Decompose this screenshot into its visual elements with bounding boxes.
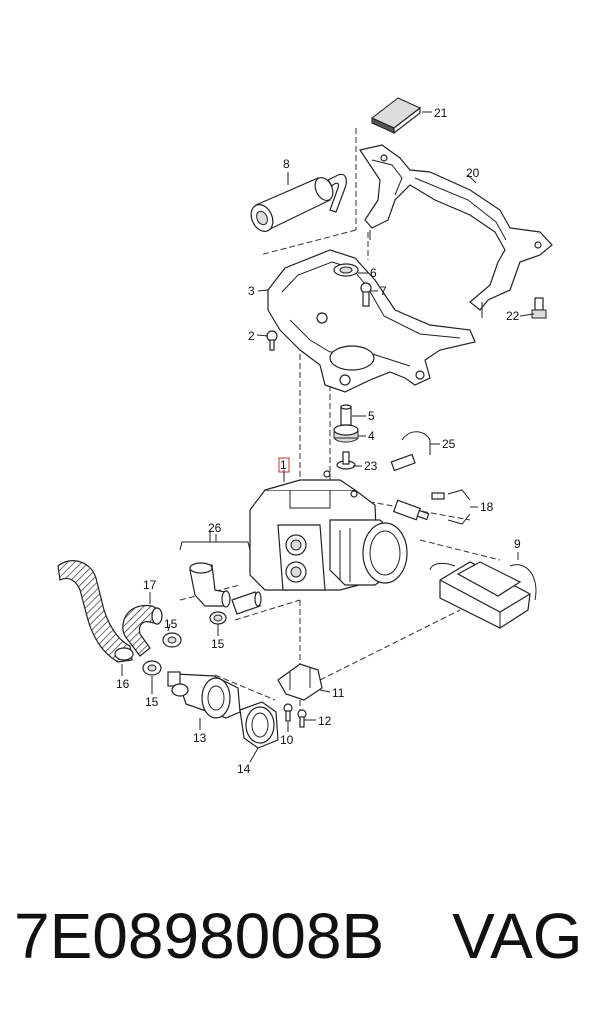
part-22-bolt — [531, 297, 547, 319]
part-11-holder — [277, 663, 323, 701]
part-15-clamp-right — [209, 611, 227, 625]
part-7-stud — [360, 282, 372, 307]
callout-25: 25 — [442, 437, 456, 451]
part-number-label: 7E0898008B — [14, 900, 385, 972]
callout-4: 4 — [368, 429, 375, 443]
part-2-screw — [266, 330, 278, 351]
callout-12: 12 — [318, 714, 332, 728]
part-23-nut — [336, 451, 356, 470]
part-4-rubber-mount — [333, 424, 359, 443]
part-8-muffler — [250, 173, 347, 232]
callout-labels: 21 20 8 6 7 3 2 22 5 4 25 23 1 18 26 9 1… — [116, 106, 521, 776]
callout-26: 26 — [208, 521, 222, 535]
callout-13: 13 — [193, 731, 207, 745]
callout-7: 7 — [380, 284, 387, 298]
part-13-dosing-pump — [167, 671, 241, 719]
part-10-screw — [283, 703, 293, 722]
callout-20: 20 — [466, 166, 480, 180]
callout-22: 22 — [506, 309, 520, 323]
part-21-pad — [371, 97, 421, 135]
part-26-elbow-pipe — [179, 530, 251, 608]
assembly-guide-lines — [179, 128, 501, 710]
part-15-clamp-lower — [142, 660, 162, 676]
callout-1: 1 — [280, 458, 287, 472]
part-25-cable — [390, 431, 431, 472]
part-12-screw — [297, 709, 307, 728]
callout-15-right: 15 — [211, 637, 225, 651]
connector-pipe — [231, 591, 262, 615]
callout-15-lower: 15 — [145, 695, 159, 709]
callout-18: 18 — [480, 500, 494, 514]
callout-10: 10 — [280, 733, 294, 747]
brand-label: VAG — [452, 900, 583, 972]
callout-6: 6 — [370, 266, 377, 280]
part-16-hose — [57, 560, 134, 663]
footer-caption: 7E0898008B VAG — [14, 896, 586, 976]
part-5-spacer — [340, 404, 352, 426]
part-17-hose — [122, 604, 163, 657]
part-3-mounting-plate — [267, 249, 476, 393]
callout-3: 3 — [248, 284, 255, 298]
part-1-heater-unit — [249, 470, 408, 591]
callout-14: 14 — [237, 762, 251, 776]
part-9-intake-silencer — [429, 561, 537, 629]
callout-9: 9 — [514, 537, 521, 551]
part-18-fasteners — [392, 489, 471, 525]
callout-8: 8 — [283, 157, 290, 171]
callout-2: 2 — [248, 329, 255, 343]
part-15-clamp-upper — [162, 632, 182, 648]
callout-23: 23 — [364, 459, 378, 473]
callout-16: 16 — [116, 677, 130, 691]
callout-5: 5 — [368, 409, 375, 423]
part-14-pump-bracket — [239, 701, 279, 749]
part-20-bracket — [359, 144, 553, 318]
callout-17: 17 — [143, 578, 157, 592]
callout-15-upper: 15 — [164, 617, 178, 631]
leader-lines — [121, 111, 535, 763]
callout-11: 11 — [332, 686, 345, 700]
callout-21: 21 — [434, 106, 448, 120]
part-6-grommet — [333, 263, 359, 277]
